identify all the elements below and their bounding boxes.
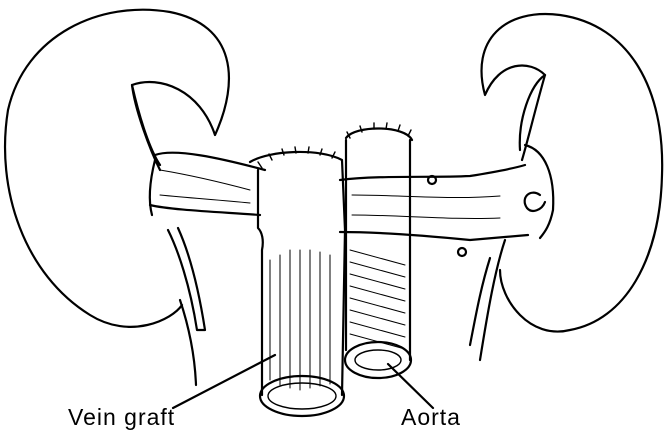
- aorta: [345, 123, 412, 378]
- right-kidney: [470, 14, 662, 360]
- aorta-label: Aorta: [401, 404, 461, 431]
- vein-graft-label: Vein graft: [68, 404, 175, 431]
- left-kidney: [5, 10, 229, 385]
- right-renal-vein: [340, 165, 528, 256]
- aorta-leader-line: [388, 364, 433, 408]
- left-renal-vein: [150, 153, 265, 215]
- vein-graft: [250, 147, 345, 416]
